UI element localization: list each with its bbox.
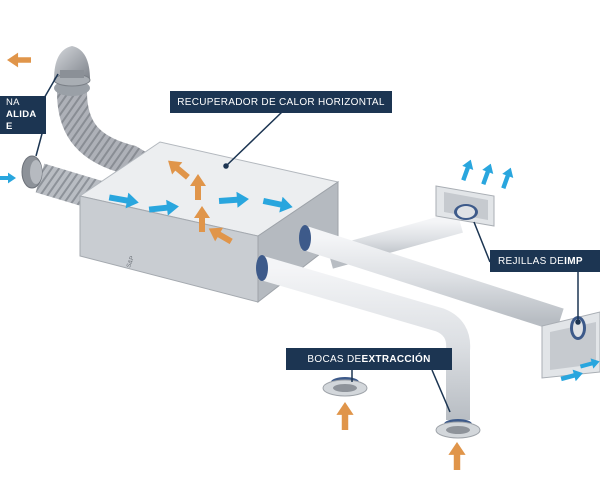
- svg-text:S&P: S&P: [126, 255, 136, 268]
- callout-left: NA ALIDA E: [0, 96, 46, 134]
- extraction-mouth-left: [322, 379, 368, 397]
- callout-rejillas-prefix: REJILLAS DE: [498, 255, 565, 267]
- callout-recuperador-text: RECUPERADOR DE CALOR HORIZONTAL: [177, 96, 385, 108]
- callout-rejillas: REJILLAS DE IMP: [490, 250, 600, 272]
- extraction-mouth-right: [435, 421, 481, 439]
- callout-bocas-bold: EXTRACCIÓN: [361, 353, 431, 365]
- leader-lines: [35, 73, 581, 413]
- callout-left-line1: NA: [6, 97, 20, 108]
- callout-rejillas-bold: IMP: [564, 255, 583, 267]
- callout-recuperador: RECUPERADOR DE CALOR HORIZONTAL: [170, 91, 392, 113]
- callout-bocas: BOCAS DE EXTRACCIÓN: [286, 348, 452, 370]
- supply-grille-bottom: [541, 311, 600, 379]
- supply-grille-top: [435, 185, 495, 227]
- rigid-pipe-long-upper: [301, 226, 564, 332]
- flexible-duct-upper: [57, 77, 165, 187]
- callout-left-line2: ALIDA: [6, 109, 37, 120]
- callout-left-line3: E: [6, 121, 13, 132]
- callout-bocas-prefix: BOCAS DE: [307, 353, 362, 365]
- rigid-pipe-long-lower: [258, 256, 471, 420]
- wall-terminal: [21, 155, 43, 189]
- roof-cowl: [53, 46, 91, 96]
